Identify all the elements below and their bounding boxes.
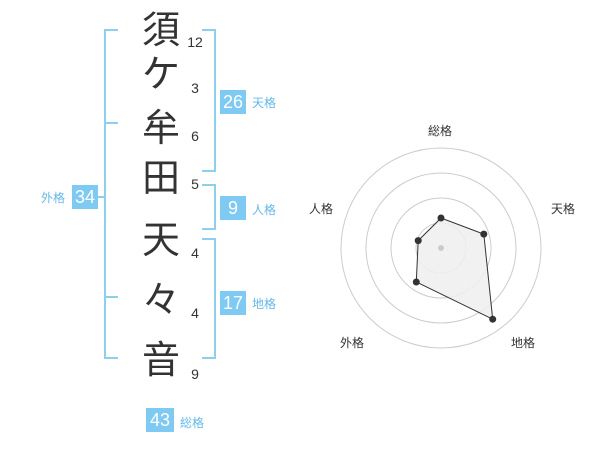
radar-ring bbox=[365, 172, 517, 324]
radar-point-5 bbox=[414, 237, 422, 245]
stroke-count-2: 3 bbox=[191, 80, 199, 96]
name-char-4: 田 bbox=[141, 156, 180, 200]
stroke-count-4: 5 bbox=[191, 176, 199, 192]
name-char-6: 々 bbox=[141, 278, 180, 322]
chikaku-bracket-bottom bbox=[202, 357, 216, 359]
tenkaku-bracket-bottom bbox=[202, 170, 216, 172]
stroke-count-1: 12 bbox=[187, 34, 203, 50]
chikaku-bracket-line bbox=[214, 238, 216, 359]
tenkaku-value: 26 bbox=[220, 90, 246, 114]
jinkaku-value: 9 bbox=[220, 196, 246, 220]
radar-axis-label-chikaku: 地格 bbox=[511, 336, 536, 350]
name-char-2: ケ bbox=[141, 52, 180, 96]
soukaku-value: 43 bbox=[146, 408, 174, 432]
gaikaku-bracket-stub bbox=[96, 196, 104, 198]
gaikaku-bracket-line bbox=[104, 29, 106, 359]
radar-axis-label-tenkaku: 天格 bbox=[551, 202, 576, 216]
gaikaku-bracket-top bbox=[104, 29, 118, 31]
gaikaku-bracket-bottom bbox=[104, 357, 118, 359]
radar-point-1 bbox=[437, 214, 445, 222]
gaikaku-bracket-tick-2 bbox=[104, 296, 118, 298]
radar-axis-label-soukaku: 総格 bbox=[428, 124, 453, 138]
radar-point-2 bbox=[480, 230, 488, 238]
jinkaku-bracket-bottom bbox=[202, 228, 216, 230]
name-char-1: 須 bbox=[141, 8, 180, 52]
gaikaku-value: 34 bbox=[72, 185, 98, 209]
radar-ring bbox=[340, 147, 542, 349]
radar-ring bbox=[390, 197, 492, 299]
stroke-count-5: 4 bbox=[191, 245, 199, 261]
soukaku-label: 総格 bbox=[180, 416, 205, 430]
chikaku-value: 17 bbox=[220, 291, 246, 315]
radar-point-4 bbox=[412, 278, 420, 286]
tenkaku-bracket-top bbox=[202, 29, 216, 31]
tenkaku-label: 天格 bbox=[252, 96, 277, 110]
radar-point-3 bbox=[489, 315, 497, 323]
stroke-count-3: 6 bbox=[191, 128, 199, 144]
stroke-count-7: 9 bbox=[191, 366, 199, 382]
jinkaku-bracket-top bbox=[202, 184, 216, 186]
name-char-7: 音 bbox=[141, 338, 180, 382]
radar-polygon bbox=[415, 217, 494, 321]
name-char-3: 牟 bbox=[141, 106, 180, 150]
chikaku-bracket-top bbox=[202, 238, 216, 240]
chikaku-label: 地格 bbox=[252, 297, 277, 311]
gaikaku-label: 外格 bbox=[41, 191, 66, 205]
stroke-count-6: 4 bbox=[191, 305, 199, 321]
jinkaku-label: 人格 bbox=[252, 203, 277, 217]
tenkaku-bracket-line bbox=[214, 29, 216, 172]
jinkaku-bracket-line bbox=[214, 184, 216, 230]
radar-axis-label-gaikaku: 外格 bbox=[340, 336, 365, 350]
radar-axis-label-jinkaku: 人格 bbox=[309, 202, 334, 216]
name-char-5: 天 bbox=[141, 218, 180, 262]
gaikaku-bracket-tick-1 bbox=[104, 122, 118, 124]
radar-center-point bbox=[438, 245, 444, 251]
